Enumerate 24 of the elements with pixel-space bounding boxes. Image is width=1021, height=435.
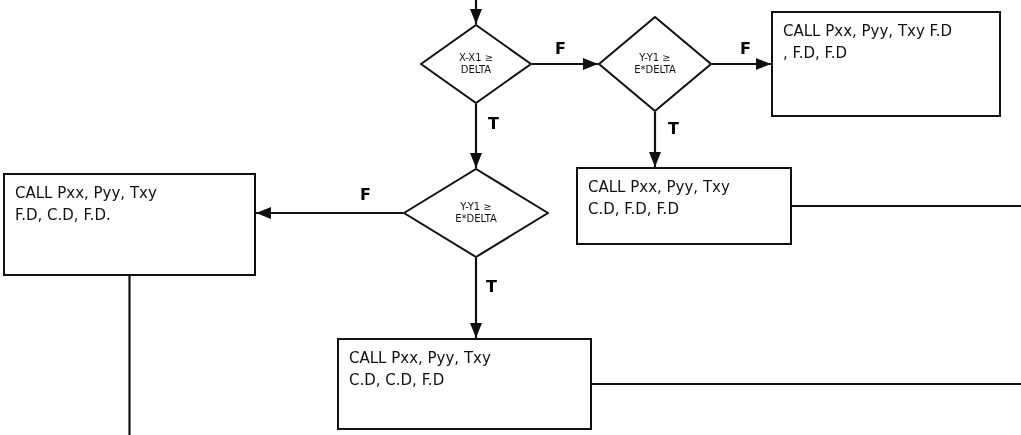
flow-arrow xyxy=(469,0,483,24)
flow-arrow xyxy=(648,112,662,167)
decision-diamond xyxy=(598,16,712,112)
call-text: CALL Pxx, Pyy, Txy C.D, C.D, F.D xyxy=(349,348,492,391)
flow-arrow xyxy=(712,57,771,71)
decision-diamond xyxy=(403,168,549,258)
condition-text: Y-Y1 ≥ E*DELTA xyxy=(633,52,677,76)
process-box xyxy=(771,11,1001,117)
process-box xyxy=(576,167,792,245)
flow-arrow xyxy=(256,206,403,220)
call-text: CALL Pxx, Pyy, Txy C.D, F.D, F.D xyxy=(588,177,731,220)
connector-line xyxy=(792,204,1021,208)
call-text: CALL Pxx, Pyy, Txy F.D, C.D, F.D. xyxy=(15,183,158,226)
connector-line xyxy=(128,276,131,435)
flow-arrow xyxy=(469,104,483,168)
process-box xyxy=(337,338,592,430)
connector-line xyxy=(592,382,1021,386)
process-box xyxy=(3,173,256,276)
condition-text: Y-Y1 ≥ E*DELTA xyxy=(454,201,498,225)
flow-arrow xyxy=(532,57,598,71)
condition-text: X-X1 ≥ DELTA xyxy=(457,52,495,76)
decision-diamond xyxy=(420,24,532,104)
call-text: CALL Pxx, Pyy, Txy F.D , F.D, F.D xyxy=(783,21,953,64)
flow-arrow xyxy=(469,258,483,338)
